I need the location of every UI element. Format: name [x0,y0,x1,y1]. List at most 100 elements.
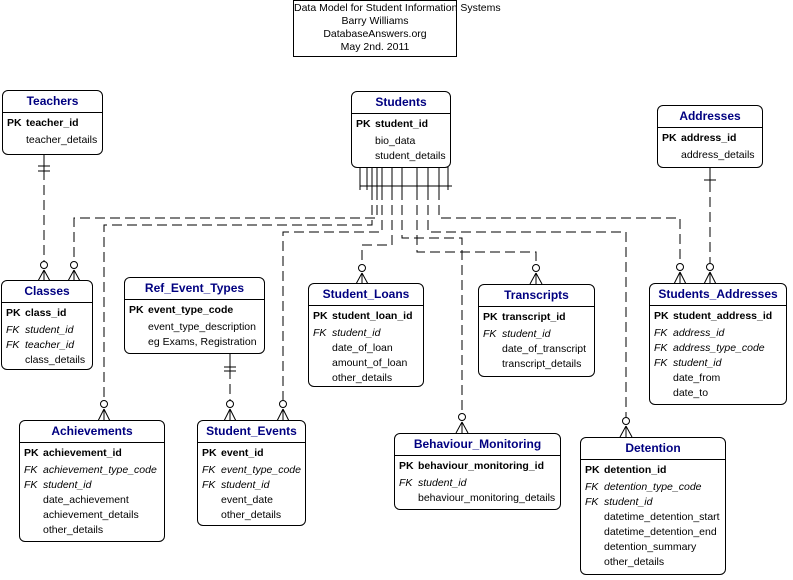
column-name: student_id [502,328,551,340]
entity-name: Students [352,92,450,114]
column-name: behaviour_monitoring_id [418,460,545,472]
key-tag: FK [313,327,327,339]
rel-students-students-addresses [438,190,681,263]
column-name: detention_summary [604,541,697,553]
column-name: event_type_code [148,304,234,316]
entity-name: Student_Events [198,421,305,443]
column-name: event_type_code [221,464,301,476]
entity-name: Transcripts [479,285,594,307]
column-name: student_loan_id [332,310,413,322]
column-name: event_id [221,447,264,459]
column-name: other_details [43,524,104,536]
key-tag: PK [313,310,328,322]
column-row: behaviour_monitoring_details [395,491,560,506]
column-row: bio_data [352,134,450,149]
key-tag: FK [585,496,599,508]
column-name: student_id [673,357,722,369]
column-name: student_id [418,477,467,489]
key-tag: PK [24,447,39,459]
key-tag: PK [483,311,498,323]
column-row: datetime_detention_end [581,525,725,540]
key-tag: FK [6,339,20,351]
column-name: transcript_details [502,358,582,370]
column-name: eg Exams, Registration [148,336,257,348]
entity-name: Classes [2,281,92,303]
key-tag: PK [129,304,144,316]
column-name: other_details [604,556,665,568]
rel-students-classes [73,190,378,261]
column-row: other_details [20,523,164,538]
column-row: class_details [2,353,92,368]
column-row: PK event_id [198,446,305,461]
key-tag: FK [654,357,668,369]
key-tag: FK [202,464,216,476]
column-row: FK teacher_id [2,338,92,353]
author-line: Barry Williams [341,15,409,27]
column-row: PK behaviour_monitoring_id [395,459,560,474]
entity-name: Behaviour_Monitoring [395,434,560,456]
column-name: event_date [221,494,273,506]
column-row: other_details [581,555,725,570]
column-name: date_achievement [43,494,129,506]
column-name: detention_id [604,464,667,476]
column-row: student_details [352,149,450,164]
rel-students-student-loans [361,190,393,264]
date-line: May 2nd. 2011 [340,41,410,53]
column-name: other_details [332,372,393,384]
column-name: date_to [673,387,709,399]
key-tag: PK [399,460,414,472]
column-name: student_details [375,150,446,162]
column-name: address_id [681,132,737,144]
column-name: date_of_transcript [502,343,587,355]
column-row: date_to [650,386,786,401]
rel-students-transcripts [416,190,537,264]
column-row: PK event_type_code [125,303,264,318]
entity-name: Addresses [658,106,762,128]
entity-name: Achievements [20,421,164,443]
key-tag: FK [399,477,413,489]
column-name: student_id [332,327,381,339]
column-row: amount_of_loan [309,356,423,371]
column-name: bio_data [375,135,416,147]
column-row: address_details [658,148,762,163]
column-row: date_of_transcript [479,342,594,357]
entity-name: Ref_Event_Types [125,278,264,300]
column-name: teacher_id [26,117,79,129]
column-row: FK student_id [395,476,560,491]
column-name: student_id [43,479,92,491]
column-row: FK event_type_code [198,463,305,478]
column-row: achievement_details [20,508,164,523]
column-row: date_achievement [20,493,164,508]
key-tag: PK [202,447,217,459]
rel-students-student-events [282,190,383,400]
column-name: student_address_id [673,310,773,322]
column-name: teacher_id [25,339,75,351]
